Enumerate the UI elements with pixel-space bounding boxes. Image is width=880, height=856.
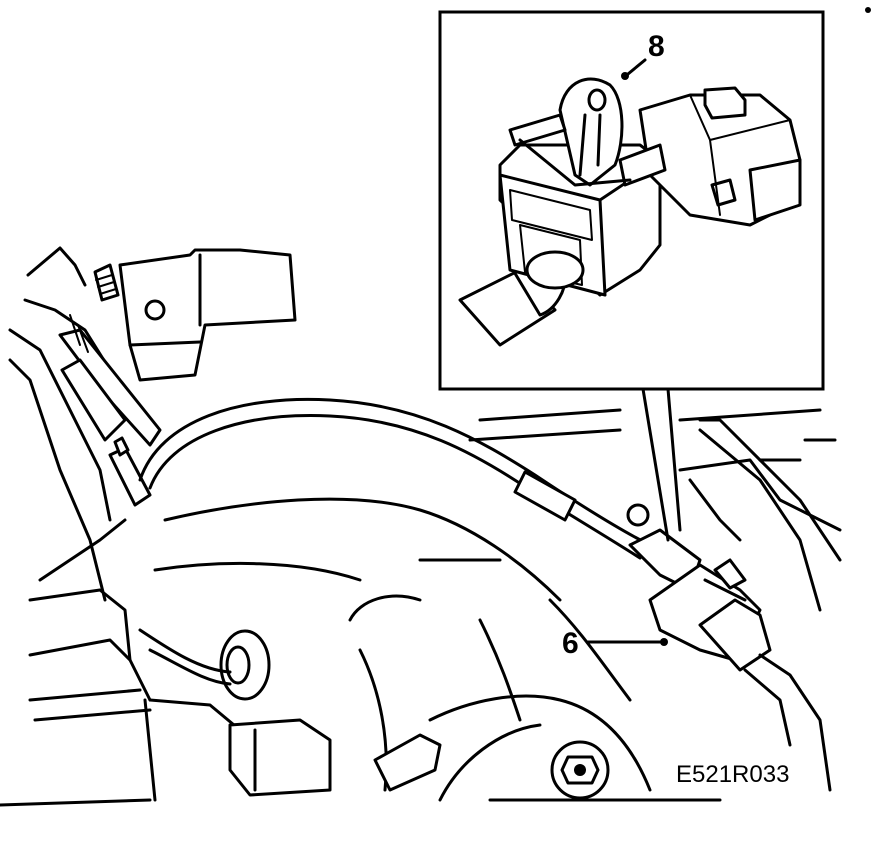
corner-dot (865, 7, 871, 13)
clip (508, 77, 667, 187)
figure-reference: E521R033 (676, 761, 789, 788)
callout-6: 6 (562, 627, 668, 660)
callout-label-8: 8 (648, 30, 665, 63)
engine-bay-drawing (0, 246, 842, 807)
connector (628, 528, 802, 747)
callout-label-6: 6 (562, 627, 579, 660)
callout-8: 8 (621, 30, 665, 80)
detail-inset (438, 10, 825, 542)
